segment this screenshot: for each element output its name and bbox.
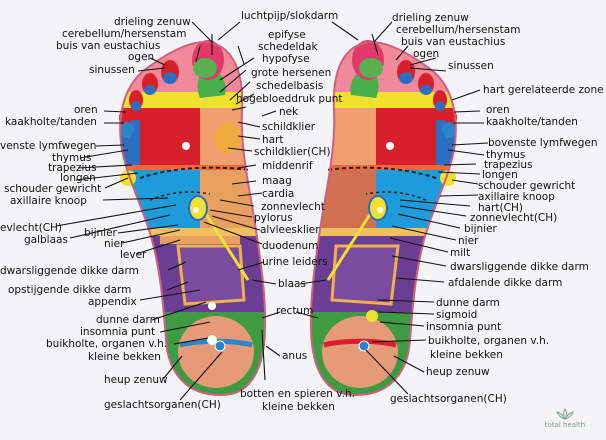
label-botten-line1: botten en spieren v.h. <box>240 388 356 400</box>
left-toes <box>119 40 224 138</box>
label-lymf-right: bovenste lymfwegen <box>488 137 598 149</box>
logo-text: total health <box>544 421 586 429</box>
label-kleine-bekken-right: kleine bekken <box>430 349 503 361</box>
label-axillaire-left: axillaire knoop <box>10 195 87 207</box>
label-drieling-right: drieling zenuw <box>392 12 469 24</box>
label-ogen-right: ogen <box>413 48 440 60</box>
label-thymus-right: thymus <box>486 149 526 161</box>
label-urine-leiders: urine leiders <box>262 256 328 268</box>
label-sinussen-left: sinussen <box>89 64 135 76</box>
label-zonnevlecht-ch-right: zonnevlecht(CH) <box>470 212 558 224</box>
lotus-icon <box>556 408 574 420</box>
label-sinussen-right: sinussen <box>448 60 494 72</box>
label-grote-hersenen: grote hersenen <box>251 67 332 79</box>
brand-logo: total health <box>532 408 598 436</box>
label-hart: hart <box>262 134 284 146</box>
label-dunne-left: dunne darm <box>96 314 160 326</box>
label-heup-left: heup zenuw <box>104 374 168 386</box>
label-cardia: cardia <box>262 188 295 200</box>
label-opstijgende: opstijgende dikke darm <box>8 284 132 296</box>
label-maag: maag <box>262 175 292 187</box>
label-geslacht-right: geslachtsorganen(CH) <box>390 393 507 405</box>
label-epifyse: epifyse <box>268 29 306 41</box>
label-insomnia-right: insomnia punt <box>426 321 502 333</box>
label-lymf-left: venste lymfwegen <box>0 140 97 152</box>
label-kaakholte-left: kaakholte/tanden <box>5 116 97 128</box>
left-heel-zone <box>178 316 254 388</box>
label-dunne-right: dunne darm <box>436 297 500 309</box>
label-milt: milt <box>450 247 471 259</box>
label-nek: nek <box>279 106 299 118</box>
label-geslacht-left: geslachtsorganen(CH) <box>104 399 221 411</box>
label-bijnier-left: bijnier <box>84 227 117 239</box>
label-nier-right: nier <box>458 235 479 247</box>
label-pylorus: pylorus <box>254 212 293 224</box>
label-middenrif: middenrif <box>262 160 313 172</box>
label-oren-left: oren <box>74 104 98 116</box>
label-trapezius-left: trapezius <box>48 162 97 174</box>
label-sigmoid: sigmoid <box>436 309 478 321</box>
label-schildklier-ch: schildklier(CH) <box>254 146 331 158</box>
label-duodenum: duodenum <box>262 240 319 252</box>
label-schedeldak: schedeldak <box>258 41 318 53</box>
label-thymus-left: thymus <box>52 152 92 164</box>
label-buikholte-left: buikholte, organen v.h. <box>46 338 168 350</box>
right-toes <box>352 40 457 138</box>
label-longen-right: longen <box>482 169 518 181</box>
label-insomnia-left: insomnia punt <box>80 326 156 338</box>
label-schouder-left: schouder gewricht <box>4 183 102 195</box>
label-bijnier-right: bijnier <box>464 223 497 235</box>
label-trapezius-right: trapezius <box>484 159 533 171</box>
label-buis-right: buis van eustachius <box>401 36 506 48</box>
label-ogen-left: ogen <box>128 51 155 63</box>
label-longen-left: longen <box>60 172 96 184</box>
label-luchtpijp: luchtpijp/slokdarm <box>241 10 339 22</box>
label-zonnevlecht-ch-left: evlecht(CH) <box>0 222 63 234</box>
label-buikholte-right: buikholte, organen v.h. <box>428 335 550 347</box>
label-kleine-bekken-left: kleine bekken <box>88 351 161 363</box>
label-lever: lever <box>120 249 147 261</box>
label-schouder-right: schouder gewricht <box>478 180 576 192</box>
label-dwars-left: dwarsliggende dikke darm <box>0 265 139 277</box>
label-galblaas: galblaas <box>24 234 68 246</box>
label-schildklier: schildklier <box>262 121 316 133</box>
label-anus: anus <box>282 350 308 362</box>
label-rectum: rectum <box>276 305 314 317</box>
leader-lines <box>55 21 489 401</box>
label-botten-line2: kleine bekken <box>262 401 335 413</box>
label-drieling-left: drieling zenuw <box>114 16 191 28</box>
label-oren-right: oren <box>486 104 510 116</box>
label-dwars-right: dwarsliggende dikke darm <box>450 261 589 273</box>
label-hogebloeddruk: hogebloeddruk punt <box>236 93 343 105</box>
label-zonnevlecht: zonnevlecht <box>261 201 325 213</box>
label-appendix: appendix <box>88 296 137 308</box>
label-cerebellum-right: cerebellum/hersenstam <box>396 24 521 36</box>
label-hart-ch: hart(CH) <box>478 202 523 214</box>
label-kaakholte-right: kaakholte/tanden <box>486 116 578 128</box>
label-buis-left: buis van eustachius <box>56 40 161 52</box>
label-axillaire-right: axillaire knoop <box>478 191 555 203</box>
right-heel-zone <box>322 316 398 388</box>
label-heup-right: heup zenuw <box>426 366 490 378</box>
label-schedelbasis: schedelbasis <box>256 80 324 92</box>
label-nier-left: nier <box>104 238 125 250</box>
label-cerebellum-left: cerebellum/hersenstam <box>62 28 187 40</box>
label-hypofyse: hypofyse <box>262 53 310 65</box>
label-blaas: blaas <box>278 278 306 290</box>
label-alvleesklier: alvleesklier <box>260 224 320 236</box>
label-hart-zone: hart gerelateerde zone <box>483 84 604 96</box>
label-afdalende: afdalende dikke darm <box>448 277 563 289</box>
